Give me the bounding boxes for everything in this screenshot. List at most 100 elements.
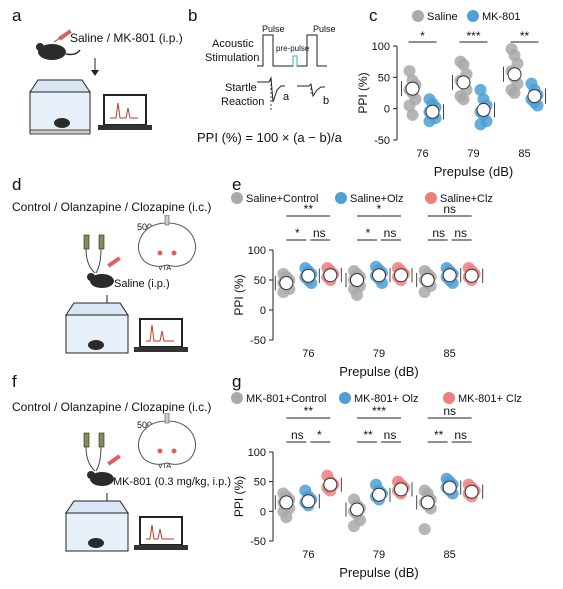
syringe-icon [107,454,121,466]
legend-label: MK-801 [482,11,521,23]
panel-f-treatment: Control / Olanzapine / Clozapine (i.c.) [12,400,212,414]
mouse-icon [87,471,114,486]
significance-label: ns [432,226,445,240]
data-point [351,289,363,301]
mean-marker [279,276,294,290]
significance-label: ns [443,202,456,216]
x-tick-label: 79 [373,348,385,360]
syringe-icon [107,256,121,268]
x-tick-label: 76 [302,348,314,360]
acoustic-label-1: Acoustic [212,38,254,50]
panel-letter-g: g [232,372,242,391]
y-tick-label: 100 [248,447,266,459]
mean-marker [442,480,457,495]
x-axis-label: Prepulse (dB) [434,164,513,179]
significance-label: *** [372,404,386,418]
laptop-icon [134,516,188,550]
legend-marker [335,192,347,204]
x-tick-label: 76 [416,148,428,160]
pulse-label-2: Pulse [313,24,336,34]
mean-marker [507,67,522,82]
syringe-icon [53,29,72,43]
y-axis-label: PPI (%) [356,72,370,113]
mouse-icon [87,273,114,288]
y-tick-label: 50 [254,477,266,489]
significance-label: * [295,226,300,240]
panel-d-illustration [65,215,196,354]
legend-marker [467,10,479,22]
legend-label: Saline+Clz [440,193,493,205]
legend-label: MK-801+Control [246,393,326,405]
mean-marker [405,81,420,96]
laptop-icon [98,94,152,130]
panel-letter-d: d [12,175,22,194]
x-tick-label: 79 [467,148,479,160]
legend-label: Saline [427,11,458,23]
mean-marker [323,477,338,492]
mean-marker [372,487,386,502]
panel-letter-c: c [369,6,378,25]
stimulation-diagram [257,34,327,112]
mean-marker [372,268,386,283]
significance-label: * [317,428,322,442]
legend-marker [339,392,351,404]
brain-section-icon [138,215,196,267]
laptop-icon [134,318,188,352]
panel-a-treatment: Saline / MK-801 (i.p.) [70,31,183,45]
ppi-equation: PPI (%) = 100 × (a − b)/a [197,130,342,145]
significance-label: * [377,202,382,216]
data-point [406,108,419,121]
mean-marker [350,502,364,517]
mean-marker [394,268,408,283]
pulse-label-1: Pulse [262,24,285,34]
mean-marker [456,75,471,90]
legend-marker [443,392,455,404]
data-point [457,93,470,106]
mean-marker [350,273,364,287]
legend-label: MK-801+ Clz [458,393,522,405]
y-axis-label: PPI (%) [232,476,246,517]
panel-d-ip: Saline (i.p.) [114,278,170,290]
data-point [348,520,360,533]
significance-label: ns [454,226,467,240]
startle-chamber-icon [29,79,91,135]
x-tick-label: 85 [444,549,456,561]
significance-label: * [366,226,371,240]
data-point [474,118,487,131]
y-axis-label: PPI (%) [232,274,246,315]
legend-marker [425,192,437,204]
significance-label: ** [434,428,444,442]
x-axis-label: Prepulse (dB) [339,565,418,580]
x-tick-label: 76 [302,549,314,561]
data-point [403,99,416,112]
significance-label: ns [291,428,304,442]
y-tick-label: -50 [250,536,266,548]
y-tick-label: 100 [372,41,390,53]
mean-marker [425,104,440,119]
cannula-icon [83,432,105,472]
mean-marker [476,102,491,117]
y-tick-label: 50 [254,275,266,287]
y-tick-label: 0 [260,506,266,518]
mean-marker [442,268,457,283]
y-tick-label: 50 [378,72,390,84]
significance-label: *** [466,29,480,43]
x-tick-label: 85 [518,148,530,160]
x-tick-label: 79 [373,549,385,561]
brain-section-icon [138,413,196,465]
significance-label: ns [384,226,397,240]
x-tick-label: 85 [444,348,456,360]
mean-marker [464,268,479,283]
data-point [418,523,431,536]
arrow-down-icon [91,58,99,76]
mean-marker [323,268,338,283]
y-tick-label: -50 [374,135,390,147]
y-tick-label: 0 [384,104,390,116]
panel-letter-e: e [232,175,242,194]
legend-label: Saline+Olz [350,193,404,205]
mean-marker [420,495,435,510]
legend-marker [231,392,243,404]
panel-d-region: VTA [158,265,172,272]
mean-marker [420,273,435,287]
